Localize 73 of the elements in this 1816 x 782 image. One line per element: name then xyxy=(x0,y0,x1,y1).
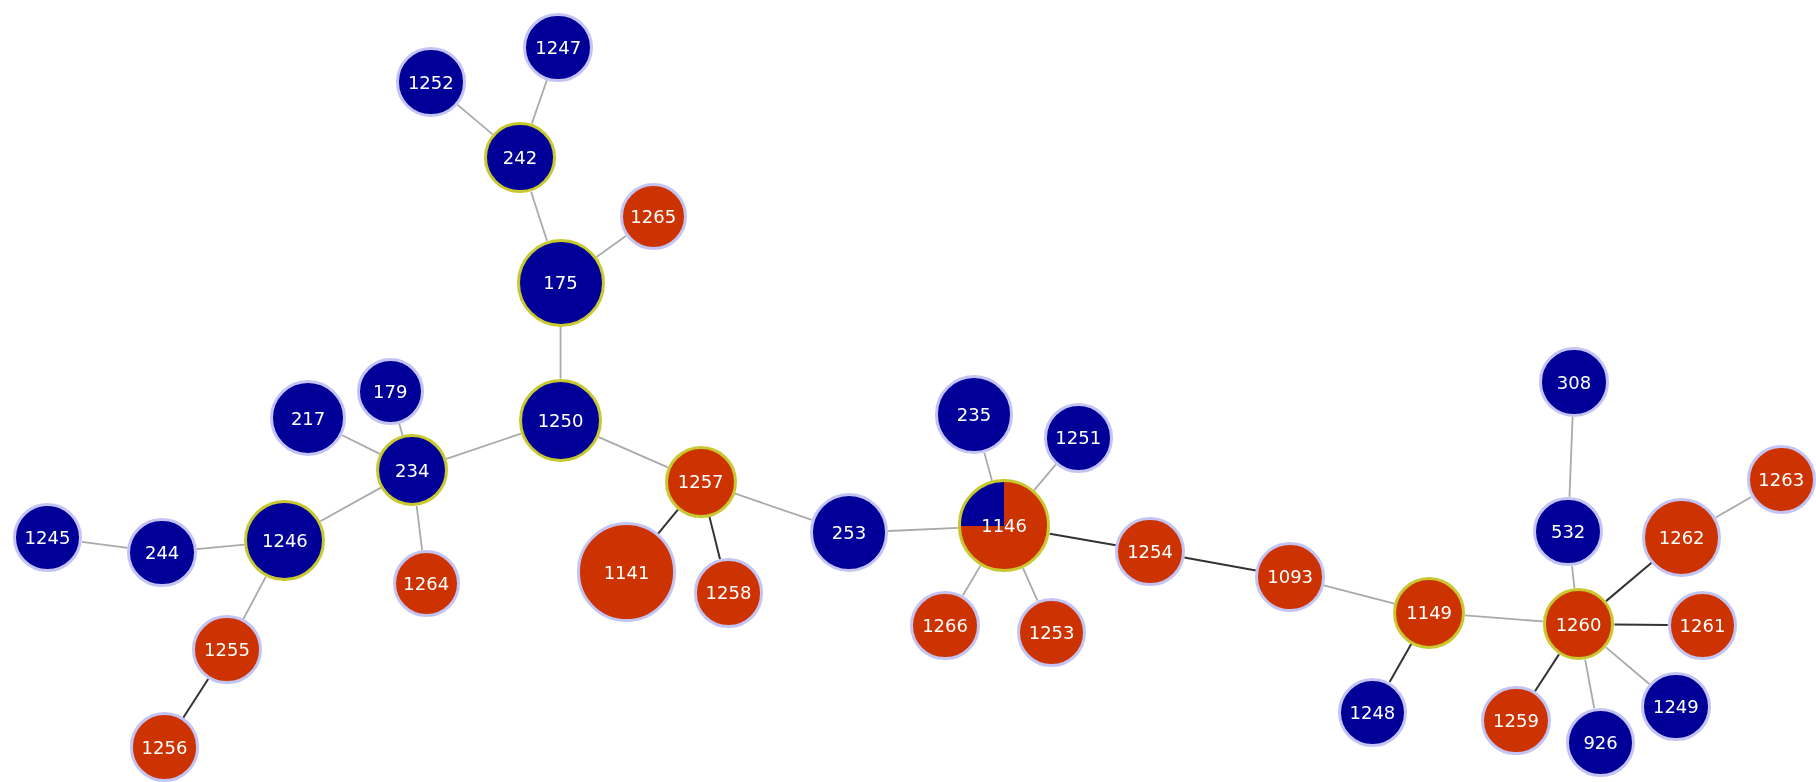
connector-line xyxy=(1534,653,1560,693)
node-label: 1141 xyxy=(603,561,650,583)
connector-line xyxy=(242,575,267,620)
connector-line xyxy=(530,79,548,125)
node-label: 1262 xyxy=(1658,526,1705,548)
node-label: 1258 xyxy=(705,582,752,604)
node-label: 1264 xyxy=(403,573,450,595)
connector-line xyxy=(195,543,246,551)
connector-line xyxy=(597,436,669,469)
connector-line xyxy=(1022,567,1039,602)
node-label: 244 xyxy=(144,541,180,563)
connector-line xyxy=(456,103,494,136)
node-label: 1247 xyxy=(535,36,582,58)
connector-line xyxy=(961,564,982,597)
node-label: 1249 xyxy=(1652,695,1699,717)
connector-line xyxy=(1605,646,1651,685)
connector-line xyxy=(983,451,993,482)
node-label: 1149 xyxy=(1406,602,1453,624)
connector-line xyxy=(1571,565,1576,590)
connector-line xyxy=(1183,556,1257,572)
connector-line xyxy=(182,677,210,719)
connector-line xyxy=(1388,642,1413,684)
connector-line xyxy=(1613,623,1669,627)
connector-line xyxy=(81,541,129,549)
node-label: 1146 xyxy=(981,515,1027,537)
node-label: 1263 xyxy=(1758,468,1805,490)
node-label: 1245 xyxy=(24,526,71,548)
connector-line xyxy=(319,486,382,523)
node-label: 1252 xyxy=(407,71,454,93)
node-label: 926 xyxy=(1583,731,1618,753)
connector-line xyxy=(341,434,382,456)
connector-line xyxy=(445,432,522,460)
connector-line xyxy=(415,504,423,552)
connector-line xyxy=(1464,614,1544,623)
node-label: 1256 xyxy=(141,736,188,758)
connector-line xyxy=(398,422,404,437)
node-label: 1259 xyxy=(1493,709,1539,731)
connector-line xyxy=(733,492,813,521)
connector-line xyxy=(595,235,627,258)
node-label: 1265 xyxy=(630,206,677,228)
node-label: 1257 xyxy=(677,471,724,493)
connector-line xyxy=(1605,561,1653,603)
connector-line xyxy=(1048,532,1117,547)
node-label: 1251 xyxy=(1055,427,1102,449)
connector-line xyxy=(1714,496,1753,519)
node-label: 1260 xyxy=(1555,613,1602,635)
node-label: 1254 xyxy=(1127,540,1173,562)
node-label: 179 xyxy=(373,380,408,402)
node-label: 1253 xyxy=(1028,621,1075,643)
connector-line xyxy=(708,515,722,561)
node-label: 1250 xyxy=(537,409,584,431)
connector-line xyxy=(530,190,548,242)
node-label: 217 xyxy=(290,407,326,429)
node-label: 1266 xyxy=(922,614,968,636)
connector-line xyxy=(1584,658,1596,710)
node-label: 308 xyxy=(1556,371,1592,393)
node-label: 1248 xyxy=(1349,701,1396,723)
connector-line xyxy=(657,508,679,535)
node-label: 532 xyxy=(1550,521,1586,543)
node-label: 1261 xyxy=(1679,614,1726,636)
connector-line xyxy=(1568,416,1574,498)
node-label: 253 xyxy=(831,522,867,544)
connector-line xyxy=(1033,463,1057,492)
node-label: 1093 xyxy=(1267,566,1314,588)
node-label: 175 xyxy=(543,272,578,294)
node-label: 234 xyxy=(395,459,430,481)
connector-line xyxy=(559,325,562,380)
node-label: 1255 xyxy=(204,639,250,661)
connector-line xyxy=(887,527,959,532)
node-label: 235 xyxy=(956,404,992,426)
node-label: 1246 xyxy=(262,530,308,552)
connector-line xyxy=(1322,584,1396,605)
node-label: 242 xyxy=(502,147,538,168)
